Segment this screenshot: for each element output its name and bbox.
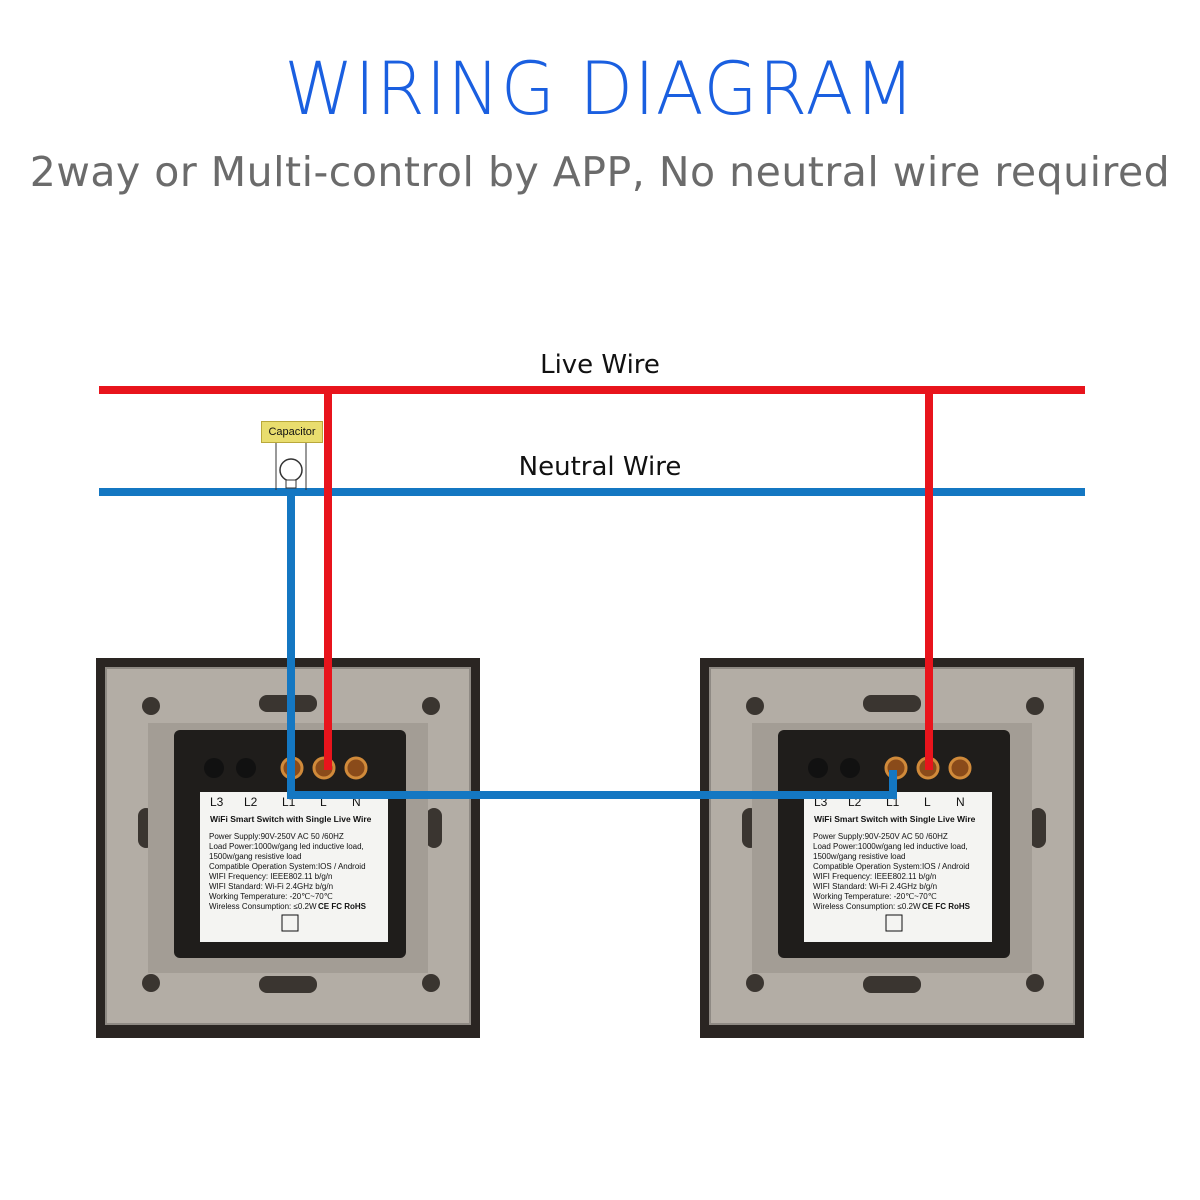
live-wire-label: Live Wire xyxy=(540,350,660,380)
spec-line: Working Temperature: -20℃~70℃ xyxy=(813,892,937,901)
spec-line: Compatible Operation System:IOS / Androi… xyxy=(813,862,970,871)
page-subtitle: 2way or Multi-control by APP, No neutral… xyxy=(29,148,1171,196)
spec-line: WIFI Frequency: IEEE802.11 b/g/n xyxy=(813,872,936,881)
spec-line: WIFI Standard: Wi-Fi 2.4GHz b/g/n xyxy=(209,882,333,891)
switch-label-1: L3 L2 L1 L N WiFi Smart Switch with Sing… xyxy=(209,795,372,932)
spec-line: Power Supply:90V-250V AC 50 /60HZ xyxy=(813,832,948,841)
terminal-l: L xyxy=(924,795,931,809)
product-title: WiFi Smart Switch with Single Live Wire xyxy=(814,814,976,824)
lamp-icon xyxy=(275,441,307,490)
spec-line: Power Supply:90V-250V AC 50 /60HZ xyxy=(209,832,344,841)
terminal-n: N xyxy=(352,795,361,809)
spec-line: 1500w/gang resistive load xyxy=(813,852,906,861)
wifi-icon xyxy=(885,914,903,932)
spec-line: Compatible Operation System:IOS / Androi… xyxy=(209,862,366,871)
traveler-wire xyxy=(287,770,897,799)
spec-line: Wireless Consumption: ≤0.2W xyxy=(813,902,921,911)
spec-line: Load Power:1000w/gang led inductive load… xyxy=(209,842,364,851)
terminal-l2: L2 xyxy=(244,795,258,809)
product-title: WiFi Smart Switch with Single Live Wire xyxy=(210,814,372,824)
spec-line: Wireless Consumption: ≤0.2W xyxy=(209,902,317,911)
spec-line: WIFI Frequency: IEEE802.11 b/g/n xyxy=(209,872,332,881)
spec-line: WIFI Standard: Wi-Fi 2.4GHz b/g/n xyxy=(813,882,937,891)
page-title: WIRING DIAGRAM xyxy=(284,45,916,133)
cert-marks: CE FC RoHS xyxy=(922,902,971,911)
neutral-wire-label: Neutral Wire xyxy=(518,452,682,482)
switch-label-2: L3 L2 L1 L N WiFi Smart Switch with Sing… xyxy=(813,795,976,932)
cert-marks: CE FC RoHS xyxy=(318,902,367,911)
terminal-l3: L3 xyxy=(210,795,224,809)
terminal-l: L xyxy=(320,795,327,809)
spec-line: Working Temperature: -20℃~70℃ xyxy=(209,892,333,901)
spec-line: Load Power:1000w/gang led inductive load… xyxy=(813,842,968,851)
terminal-n: N xyxy=(956,795,965,809)
wifi-icon xyxy=(281,914,299,932)
spec-line: 1500w/gang resistive load xyxy=(209,852,302,861)
switch-panel-2 xyxy=(700,658,1084,1038)
capacitor-label: Capacitor xyxy=(261,421,323,443)
